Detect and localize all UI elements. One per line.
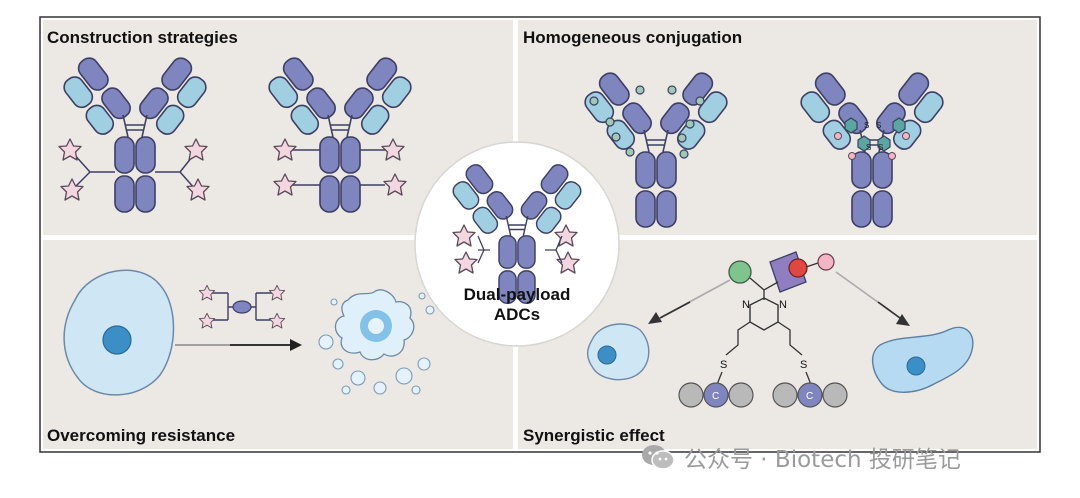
antibody-dual-site <box>261 53 419 213</box>
apoptotic-cell <box>318 289 435 395</box>
synergistic-title: Synergistic effect <box>523 426 665 445</box>
center-label-line1: Dual-payload <box>464 285 571 304</box>
sulfur-left: S <box>720 359 727 371</box>
watermark-text: 公众号 · Biotech 投研笔记 <box>684 447 961 473</box>
pink-payload-ball <box>817 253 835 271</box>
cysteine-left: C <box>712 391 719 402</box>
bifunctional-linker: N N S S C C <box>678 251 848 408</box>
nitrogen-right: N <box>779 299 787 311</box>
disulfide-s2: S <box>876 121 881 130</box>
nucleus-icon <box>906 356 926 376</box>
dual-payload-linker-small <box>198 284 286 329</box>
cysteine-right: C <box>806 391 813 402</box>
antibody-engineered-sites <box>577 68 735 228</box>
target-cell-left <box>586 323 650 381</box>
nitrogen-left: N <box>742 299 750 311</box>
green-payload-ball <box>728 260 752 284</box>
center-label-line2: ADCs <box>494 305 540 324</box>
construction-title: Construction strategies <box>47 28 238 47</box>
target-cell-right <box>872 326 974 393</box>
wechat-icon <box>642 445 675 470</box>
center-dual-payload-adc: Dual-payload ADCs <box>414 141 620 347</box>
antibody-branched-linker <box>56 53 214 213</box>
nucleus-icon <box>597 345 617 365</box>
disulfide-s3: S <box>866 143 871 152</box>
homogeneous-title: Homogeneous conjugation <box>523 28 742 47</box>
nucleus-icon <box>102 325 132 355</box>
resistant-cancer-cell <box>63 269 175 396</box>
red-payload-ball <box>788 258 808 278</box>
disulfide-s1: S <box>864 121 869 130</box>
watermark: 公众号 · Biotech 投研笔记 <box>640 440 961 474</box>
synergy-arrows <box>648 271 910 326</box>
antibody-disulfide-rebridging: S S S S <box>793 68 951 228</box>
disulfide-s4: S <box>878 143 883 152</box>
arrow-to-cell-death <box>175 339 302 351</box>
resistance-title: Overcoming resistance <box>47 426 235 445</box>
sulfur-right: S <box>800 359 807 371</box>
